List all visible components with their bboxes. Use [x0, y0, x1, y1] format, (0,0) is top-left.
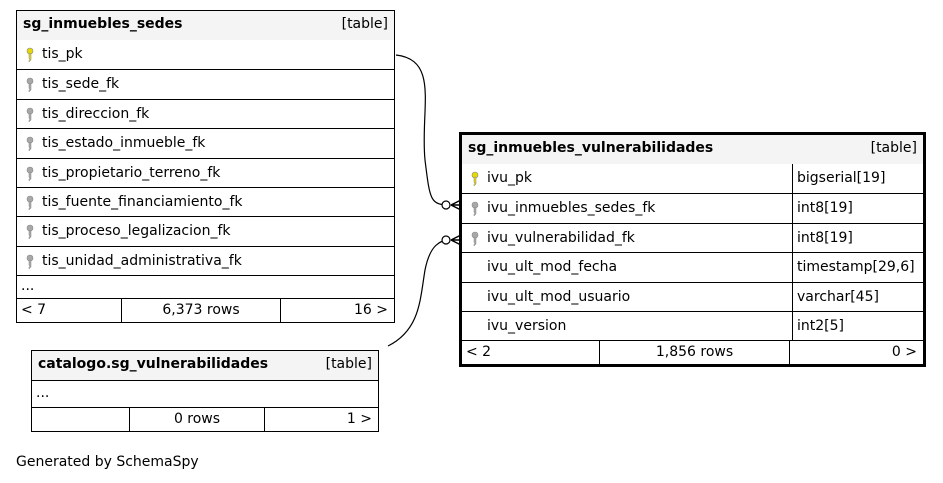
column-name: tis_unidad_administrativa_fk	[42, 252, 242, 269]
column-divider	[792, 253, 793, 282]
column-name: tis_pk	[42, 46, 83, 62]
table-name[interactable]: sg_inmuebles_vulnerabilidades	[468, 140, 714, 156]
table-footer: 0 rows 1 >	[32, 407, 378, 431]
table-footer: < 2 1,856 rows 0 >	[462, 340, 923, 365]
foreign-key-icon	[26, 166, 34, 182]
column-name: tis_proceso_legalizacion_fk	[42, 223, 231, 240]
children-count[interactable]: 16 >	[354, 302, 388, 319]
foreign-key-icon	[26, 78, 34, 93]
column-name: tis_direccion_fk	[42, 105, 150, 122]
column-row[interactable]: ivu_pk bigserial[19]	[462, 164, 923, 194]
table-header: catalogo.sg_vulnerabilidades [table]	[32, 351, 378, 380]
column-name: tis_estado_inmueble_fk	[42, 135, 206, 152]
column-name: tis_fuente_financiamiento_fk	[42, 193, 243, 210]
column-name: ivu_ult_mod_usuario	[487, 288, 631, 305]
parents-count[interactable]: < 7	[17, 299, 122, 323]
table-header: sg_inmuebles_vulnerabilidades [table]	[462, 135, 923, 164]
row-count: 6,373 rows	[122, 299, 281, 323]
parents-count[interactable]	[32, 408, 130, 431]
foreign-key-icon	[26, 136, 34, 152]
edge-catalogo-to-vulnerabilidades	[387, 239, 451, 347]
column-type: bigserial[19]	[797, 170, 886, 186]
parents-count[interactable]: < 2	[462, 341, 600, 365]
foreign-key-icon	[26, 254, 34, 270]
column-type: int2[5]	[797, 317, 844, 334]
more-columns-ellipsis: ...	[17, 275, 394, 298]
column-row[interactable]: tis_pk	[17, 40, 394, 69]
column-name: ivu_vulnerabilidad_fk	[487, 229, 635, 246]
generated-by-footer: Generated by SchemaSpy	[16, 454, 199, 470]
column-row[interactable]: tis_direccion_fk	[17, 98, 394, 128]
column-type: varchar[45]	[797, 288, 879, 305]
table-sg-inmuebles-vulnerabilidades[interactable]: sg_inmuebles_vulnerabilidades [table] iv…	[459, 132, 926, 368]
table-footer: < 7 6,373 rows 16 >	[17, 298, 394, 323]
foreign-key-icon	[26, 225, 34, 240]
foreign-key-icon	[471, 231, 479, 247]
column-divider	[792, 311, 793, 341]
foreign-key-icon	[26, 107, 34, 123]
column-row[interactable]: ivu_inmuebles_sedes_fk int8[19]	[462, 193, 923, 223]
column-row[interactable]: tis_sede_fk	[17, 69, 394, 98]
column-row[interactable]: ivu_ult_mod_fecha timestamp[29,6]	[462, 252, 923, 282]
column-row[interactable]: tis_propietario_terreno_fk	[17, 157, 394, 187]
column-divider	[792, 164, 793, 194]
column-type: timestamp[29,6]	[797, 259, 915, 276]
table-kind: [table]	[341, 16, 388, 32]
column-name: ivu_version	[487, 317, 567, 334]
edge-end-circle-catalogo	[441, 235, 451, 245]
column-divider	[792, 282, 793, 311]
column-row[interactable]: ivu_ult_mod_usuario varchar[45]	[462, 281, 923, 311]
table-header: sg_inmuebles_sedes [table]	[17, 11, 394, 40]
row-count: 0 rows	[130, 408, 265, 431]
column-name: ivu_pk	[487, 170, 533, 186]
column-type: int8[19]	[797, 200, 853, 217]
column-row[interactable]: tis_unidad_administrativa_fk	[17, 245, 394, 275]
table-name[interactable]: sg_inmuebles_sedes	[23, 16, 183, 32]
primary-key-icon	[26, 47, 34, 63]
table-kind: [table]	[325, 356, 372, 372]
table-catalogo-sg-vulnerabilidades[interactable]: catalogo.sg_vulnerabilidades [table] ...…	[31, 350, 379, 432]
foreign-key-icon	[471, 202, 479, 217]
children-count[interactable]: 0 >	[891, 344, 917, 361]
primary-key-icon	[471, 171, 479, 187]
column-type: int8[19]	[797, 229, 853, 246]
column-row[interactable]: ivu_vulnerabilidad_fk int8[19]	[462, 222, 923, 253]
table-name[interactable]: catalogo.sg_vulnerabilidades	[38, 356, 269, 372]
column-name: ivu_inmuebles_sedes_fk	[487, 200, 656, 217]
table-kind: [table]	[870, 140, 917, 156]
column-row[interactable]: tis_estado_inmueble_fk	[17, 128, 394, 157]
table-sg-inmuebles-sedes[interactable]: sg_inmuebles_sedes [table] tis_pk tis_sed…	[16, 10, 395, 324]
row-count: 1,856 rows	[600, 341, 790, 365]
column-row[interactable]: tis_proceso_legalizacion_fk	[17, 216, 394, 245]
column-name: ivu_ult_mod_fecha	[487, 259, 618, 276]
more-columns-ellipsis: ...	[32, 380, 378, 407]
edge-sedes-to-vulnerabilidades	[395, 54, 451, 206]
children-count[interactable]: 1 >	[346, 411, 372, 427]
column-divider	[792, 223, 793, 253]
edge-end-circle-sedes	[441, 200, 451, 210]
column-row[interactable]: tis_fuente_financiamiento_fk	[17, 186, 394, 216]
column-name: tis_propietario_terreno_fk	[42, 164, 221, 181]
foreign-key-icon	[26, 195, 34, 211]
column-name: tis_sede_fk	[42, 76, 120, 93]
column-divider	[792, 194, 793, 223]
column-row[interactable]: ivu_version int2[5]	[462, 310, 923, 341]
